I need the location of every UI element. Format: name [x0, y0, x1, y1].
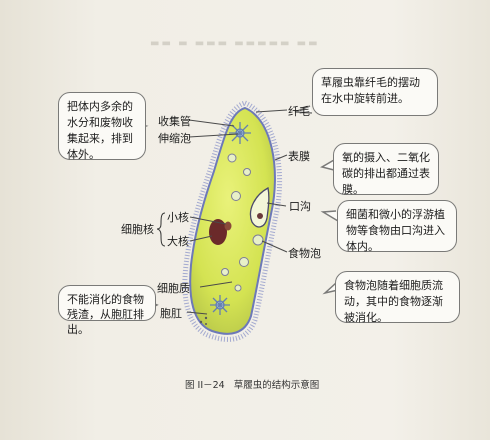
- leader-food-vacuole: [261, 240, 288, 253]
- leader-anal-pore: [186, 311, 208, 315]
- figure-title: 草履虫的结构示意图: [233, 380, 320, 391]
- callout-food-vacuole: 食物泡随着细胞质流动，其中的食物逐渐被消化。: [335, 271, 460, 324]
- anal-pore-residue: [199, 316, 208, 325]
- cell-body: [189, 106, 276, 335]
- leader-pellicle: [274, 154, 288, 161]
- tail-food: [322, 282, 339, 295]
- label-macronucleus: 大核: [167, 235, 189, 248]
- figure-number: 图 II－24: [185, 380, 225, 391]
- leader-collecting-tube: [188, 119, 235, 127]
- label-collecting-tube: 收集管: [158, 115, 191, 128]
- macronucleus: [209, 219, 227, 245]
- nucleus-brace: [156, 212, 166, 247]
- label-nucleus-group: 细胞核: [121, 223, 154, 236]
- food-vacuoles: [221, 153, 264, 292]
- contractile-vacuole-top: [229, 122, 251, 144]
- label-contractile-vacuole: 伸缩泡: [158, 132, 191, 145]
- leader-cytoplasm: [199, 281, 233, 288]
- label-cytoplasm: 细胞质: [157, 282, 190, 295]
- cilia-fringe: [182, 100, 283, 342]
- label-anal-pore: 胞肛: [160, 307, 182, 320]
- callout-pellicle: 氧的摄入、二氧化碳的排出都通过表膜。: [333, 143, 439, 196]
- label-pellicle: 表膜: [288, 150, 310, 163]
- callout-oral-groove: 细菌和微小的浮游植物等食物由口沟进入体内。: [337, 200, 457, 253]
- callout-cilia: 草履虫靠纤毛的摆动在水中旋转前进。: [312, 68, 438, 116]
- label-micronucleus: 小核: [167, 211, 189, 224]
- callout-excretion: 把体内多余的水分和废物收集起来，排到体外。: [58, 92, 146, 161]
- tail-oral: [320, 210, 339, 222]
- leader-micronucleus: [189, 216, 227, 225]
- label-oral-groove: 口沟: [289, 200, 311, 213]
- label-food-vacuole: 食物泡: [288, 247, 321, 260]
- tail-cilia: [294, 105, 313, 114]
- callout-waste: 不能消化的食物残渣，从胞肛排出。: [58, 285, 156, 336]
- leader-contractile-vacuole: [188, 133, 239, 138]
- micronucleus: [224, 221, 232, 231]
- figure-caption: 图 II－24 草履虫的结构示意图: [185, 377, 319, 391]
- leader-oral-groove: [266, 202, 287, 207]
- contractile-vacuole-bottom: [210, 295, 230, 315]
- label-cilia: 纤毛: [288, 105, 310, 118]
- tail-pellicle: [320, 159, 335, 171]
- leader-cilia: [255, 109, 288, 113]
- leader-macronucleus: [189, 235, 213, 242]
- bleed-through-text: ▬▬ ▬ ▬▬▬ ▬▬▬▬▬ ▬▬: [150, 38, 320, 49]
